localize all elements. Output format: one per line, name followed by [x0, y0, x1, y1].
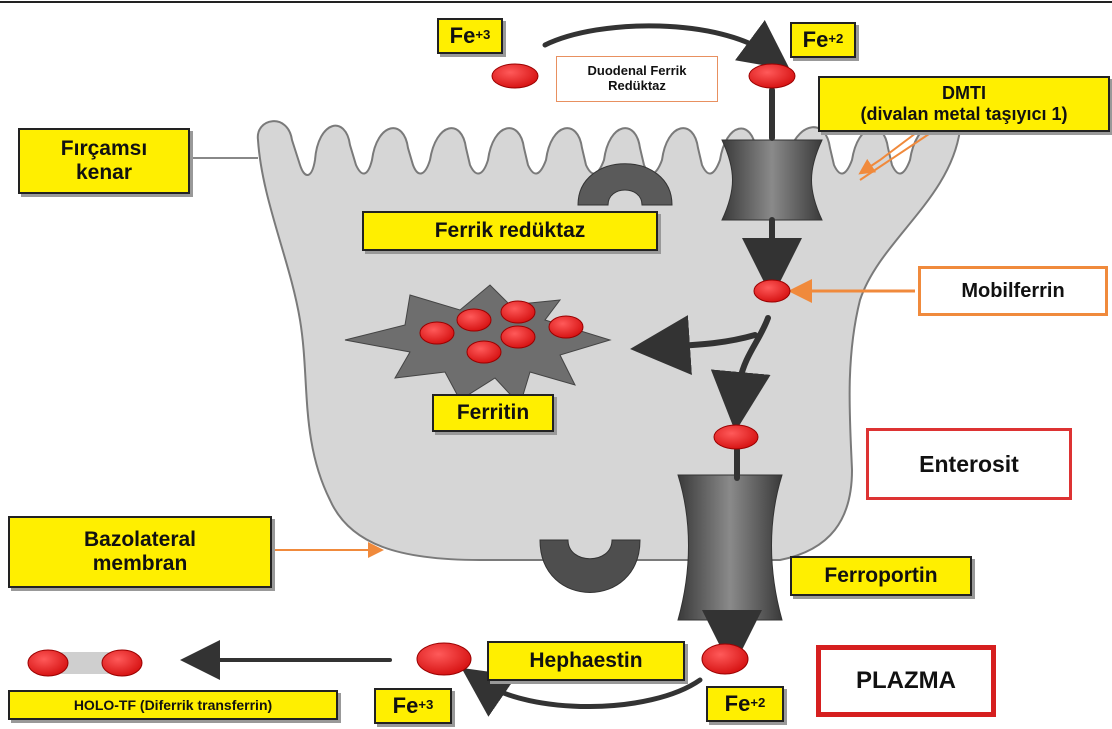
fe3-bottom-ion: [417, 643, 471, 675]
fe2-top-label: Fe+2: [790, 22, 856, 58]
ferritin-iron: [457, 309, 491, 331]
bazolateral-membran-label: Bazolateral membran: [8, 516, 272, 588]
free-iron-ion: [714, 425, 758, 449]
fe2-top-ion: [749, 64, 795, 88]
ferrik-reduktaz-label: Ferrik redüktaz: [362, 211, 658, 251]
holo-tf-molecule: [28, 650, 142, 676]
ferritin-iron: [420, 322, 454, 344]
duodenal-ferrik-reduktaz-label: Duodenal Ferrik Redüktaz: [556, 56, 718, 102]
ferritin-label: Ferritin: [432, 394, 554, 432]
ferritin-iron: [467, 341, 501, 363]
plazma-label: PLAZMA: [816, 645, 996, 717]
fe3-top-label: Fe+3: [437, 18, 503, 54]
fe2-bottom-ion: [702, 644, 748, 674]
ferroportin-channel: [678, 475, 782, 620]
mobilferrin-iron: [754, 280, 790, 302]
ferritin-iron: [549, 316, 583, 338]
dmt1-label: DMTI (divalan metal taşıyıcı 1): [818, 76, 1110, 132]
mobilferrin-label: Mobilferrin: [918, 266, 1108, 316]
fircamsi-kenar-label: Fırçamsı kenar: [18, 128, 190, 194]
ferritin-iron: [501, 326, 535, 348]
fe3-bottom-label: Fe+3: [374, 688, 452, 724]
fe3-top-ion: [492, 64, 538, 88]
enterosit-label: Enterosit: [866, 428, 1072, 500]
ferritin-iron: [501, 301, 535, 323]
holo-tf-label: HOLO-TF (Diferrik transferrin): [8, 690, 338, 720]
dmt1-channel: [722, 140, 822, 220]
hephaestin-label: Hephaestin: [487, 641, 685, 681]
fe2-bottom-label: Fe+2: [706, 686, 784, 722]
ferroportin-label: Ferroportin: [790, 556, 972, 596]
